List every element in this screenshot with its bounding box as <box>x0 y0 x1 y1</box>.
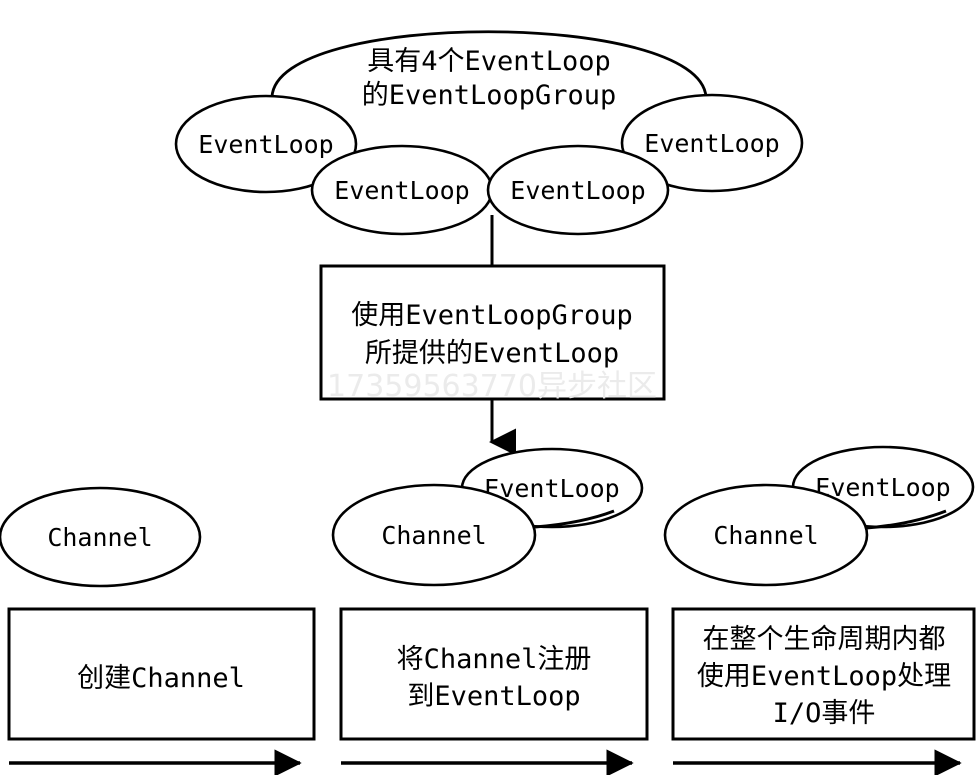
stage-3-overlap-arc <box>865 509 947 530</box>
stage-2-box-outline <box>339 607 649 741</box>
cloud-event-loop-2-label: EventLoop <box>334 176 469 205</box>
stage-2-channel-label: Channel <box>381 521 486 550</box>
middle-box-line-1: 使用EventLoopGroup <box>351 300 633 331</box>
middle-description-box[interactable]: 使用EventLoopGroup 所提供的EventLoop 173595637… <box>319 264 666 404</box>
stage-3-box-line-3: I/O事件 <box>773 698 876 729</box>
stage-2-event-loop[interactable]: EventLoop <box>460 447 644 529</box>
stage-1-channel-label: Channel <box>47 523 152 552</box>
event-loop-group-cloud[interactable]: 具有4个EventLoop 的EventLoopGroup EventLoop … <box>174 30 804 236</box>
cloud-event-loop-4[interactable]: EventLoop <box>620 93 804 193</box>
cloud-event-loop-2[interactable]: EventLoop <box>310 144 494 236</box>
cloud-outer-arc <box>270 30 708 98</box>
stage-1-box[interactable]: 创建Channel <box>7 607 316 741</box>
stage-2-box[interactable]: 将Channel注册 到EventLoop <box>339 607 649 741</box>
stage-1-channel[interactable]: Channel <box>0 486 202 588</box>
stage-3-box-line-1: 在整个生命周期内都 <box>703 624 946 655</box>
stage-3-box-outline <box>671 607 976 741</box>
watermark-text: 17359563770异步社区 <box>327 369 657 404</box>
cloud-event-loop-3[interactable]: EventLoop <box>486 144 670 236</box>
stage-3-box[interactable]: 在整个生命周期内都 使用EventLoop处理 I/O事件 <box>671 607 976 741</box>
cloud-event-loop-4-ellipse <box>620 93 804 193</box>
cloud-title-line-1: 具有4个EventLoop <box>367 46 611 77</box>
middle-box-line-2: 所提供的EventLoop <box>365 338 619 369</box>
cloud-event-loop-3-ellipse <box>486 144 670 236</box>
stage-3-channel-ellipse <box>663 483 869 587</box>
stage-1-box-line-1: 创建Channel <box>77 663 245 694</box>
stage-3-event-loop-label: EventLoop <box>815 473 950 502</box>
stage-3-box-line-2: 使用EventLoop处理 <box>697 661 951 692</box>
cloud-title-line-2: 的EventLoopGroup <box>362 80 617 111</box>
stage-2-box-line-2: 到EventLoop <box>407 681 580 712</box>
cloud-event-loop-3-label: EventLoop <box>510 176 645 205</box>
stage-2-channel-ellipse <box>331 483 537 587</box>
stage-2-event-loop-label: EventLoop <box>484 474 619 503</box>
stage-2-box-line-1: 将Channel注册 <box>397 644 592 675</box>
stage-1-shapes[interactable]: Channel <box>0 486 202 588</box>
stage-1-box-outline <box>7 607 316 741</box>
stage-3-channel-label: Channel <box>713 521 818 550</box>
stage-1-channel-ellipse <box>0 486 202 588</box>
cloud-event-loop-4-label: EventLoop <box>644 129 779 158</box>
stage-2-overlap-arc <box>534 509 615 529</box>
cloud-event-loop-1[interactable]: EventLoop <box>174 94 358 194</box>
stage-2-shapes[interactable]: EventLoop Channel <box>331 447 644 587</box>
cloud-event-loop-1-label: EventLoop <box>198 130 333 159</box>
stage-3-shapes[interactable]: EventLoop Channel <box>663 445 975 587</box>
cloud-event-loop-1-ellipse <box>174 94 358 194</box>
stage-3-channel[interactable]: Channel <box>663 483 947 587</box>
stage-2-channel[interactable]: Channel <box>331 483 615 587</box>
